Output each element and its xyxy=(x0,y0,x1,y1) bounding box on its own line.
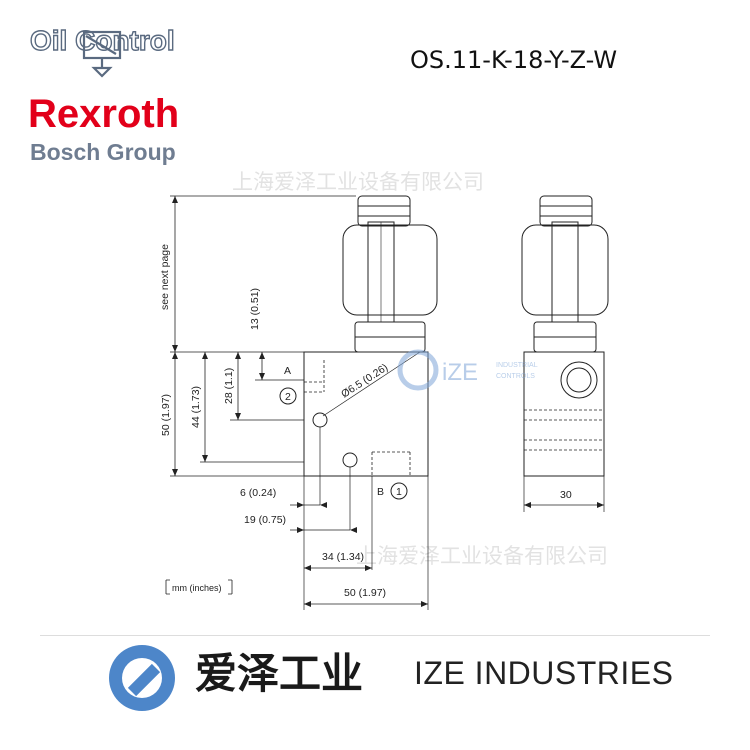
dim-50-bottom: 50 (1.97) xyxy=(344,587,386,599)
oil-control-text: Oil Control xyxy=(30,25,175,56)
port-b-number: 1 xyxy=(396,486,402,498)
port-a-badge xyxy=(279,387,297,405)
footer-company-en: IZE INDUSTRIES xyxy=(414,655,674,691)
knurled-cap xyxy=(357,195,411,227)
dim-30: 30 xyxy=(560,489,572,501)
ize-watermark-sub2: CONTROLS xyxy=(496,373,535,380)
units-label: mm (inches) xyxy=(172,583,222,593)
watermark-company-top: 上海爱泽工业设备有限公司 xyxy=(232,170,484,194)
port-a-number: 2 xyxy=(285,391,291,403)
ize-watermark-word: iZE xyxy=(442,359,478,386)
rexroth-logo: Rexroth xyxy=(28,92,180,136)
dim-19: 19 (0.75) xyxy=(244,514,286,526)
port-b-badge xyxy=(390,482,408,500)
dim-6: 6 (0.24) xyxy=(240,487,276,499)
ize-watermark: iZE INDUSTRIAL CONTROLS xyxy=(397,349,538,391)
bosch-group-logo: Bosch Group xyxy=(30,139,176,165)
dim-13: 13 (0.51) xyxy=(249,288,261,330)
solenoid-coil xyxy=(342,224,438,316)
ize-watermark-sub1: INDUSTRIAL xyxy=(496,362,538,369)
footer-company-cn: 爱泽工业 xyxy=(195,649,364,698)
port-a-label: A xyxy=(284,365,291,377)
hole-diameter-label: Ø6.5 (0.26) xyxy=(339,362,390,401)
dim-50-left: 50 (1.97) xyxy=(160,394,172,436)
dim-44: 44 (1.73) xyxy=(190,386,202,428)
port-circle xyxy=(560,361,598,399)
oil-control-logo: Oil Control xyxy=(29,24,175,78)
mounting-hole-lower xyxy=(342,452,358,468)
dim-34: 34 (1.34) xyxy=(322,551,364,563)
dim-28: 28 (1.1) xyxy=(223,368,235,404)
ize-footer-logo xyxy=(109,645,175,711)
port-b-label: B xyxy=(377,486,384,498)
see-next-page-label: see next page xyxy=(159,244,171,310)
watermark-company-mid: 上海爱泽工业设备有限公司 xyxy=(356,544,608,568)
part-code: OS.11-K-18-Y-Z-W xyxy=(410,46,618,74)
footer-divider xyxy=(40,635,710,636)
solenoid-coil-front xyxy=(521,224,609,316)
